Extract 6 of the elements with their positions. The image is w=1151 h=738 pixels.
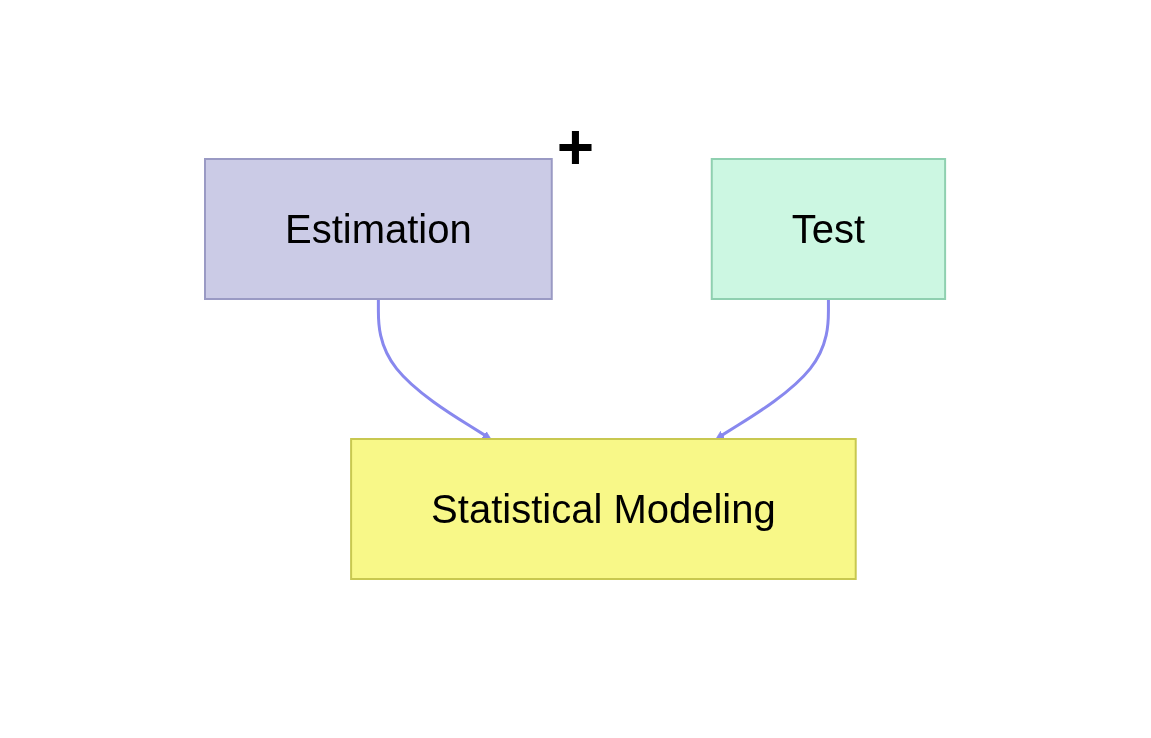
node-box: Statistical Modeling: [350, 438, 858, 580]
plus-sign: +: [556, 111, 595, 183]
node-box: Estimation: [204, 158, 554, 300]
node-box: Test: [711, 158, 947, 300]
arrow: [715, 299, 831, 440]
arrow: [377, 299, 492, 440]
